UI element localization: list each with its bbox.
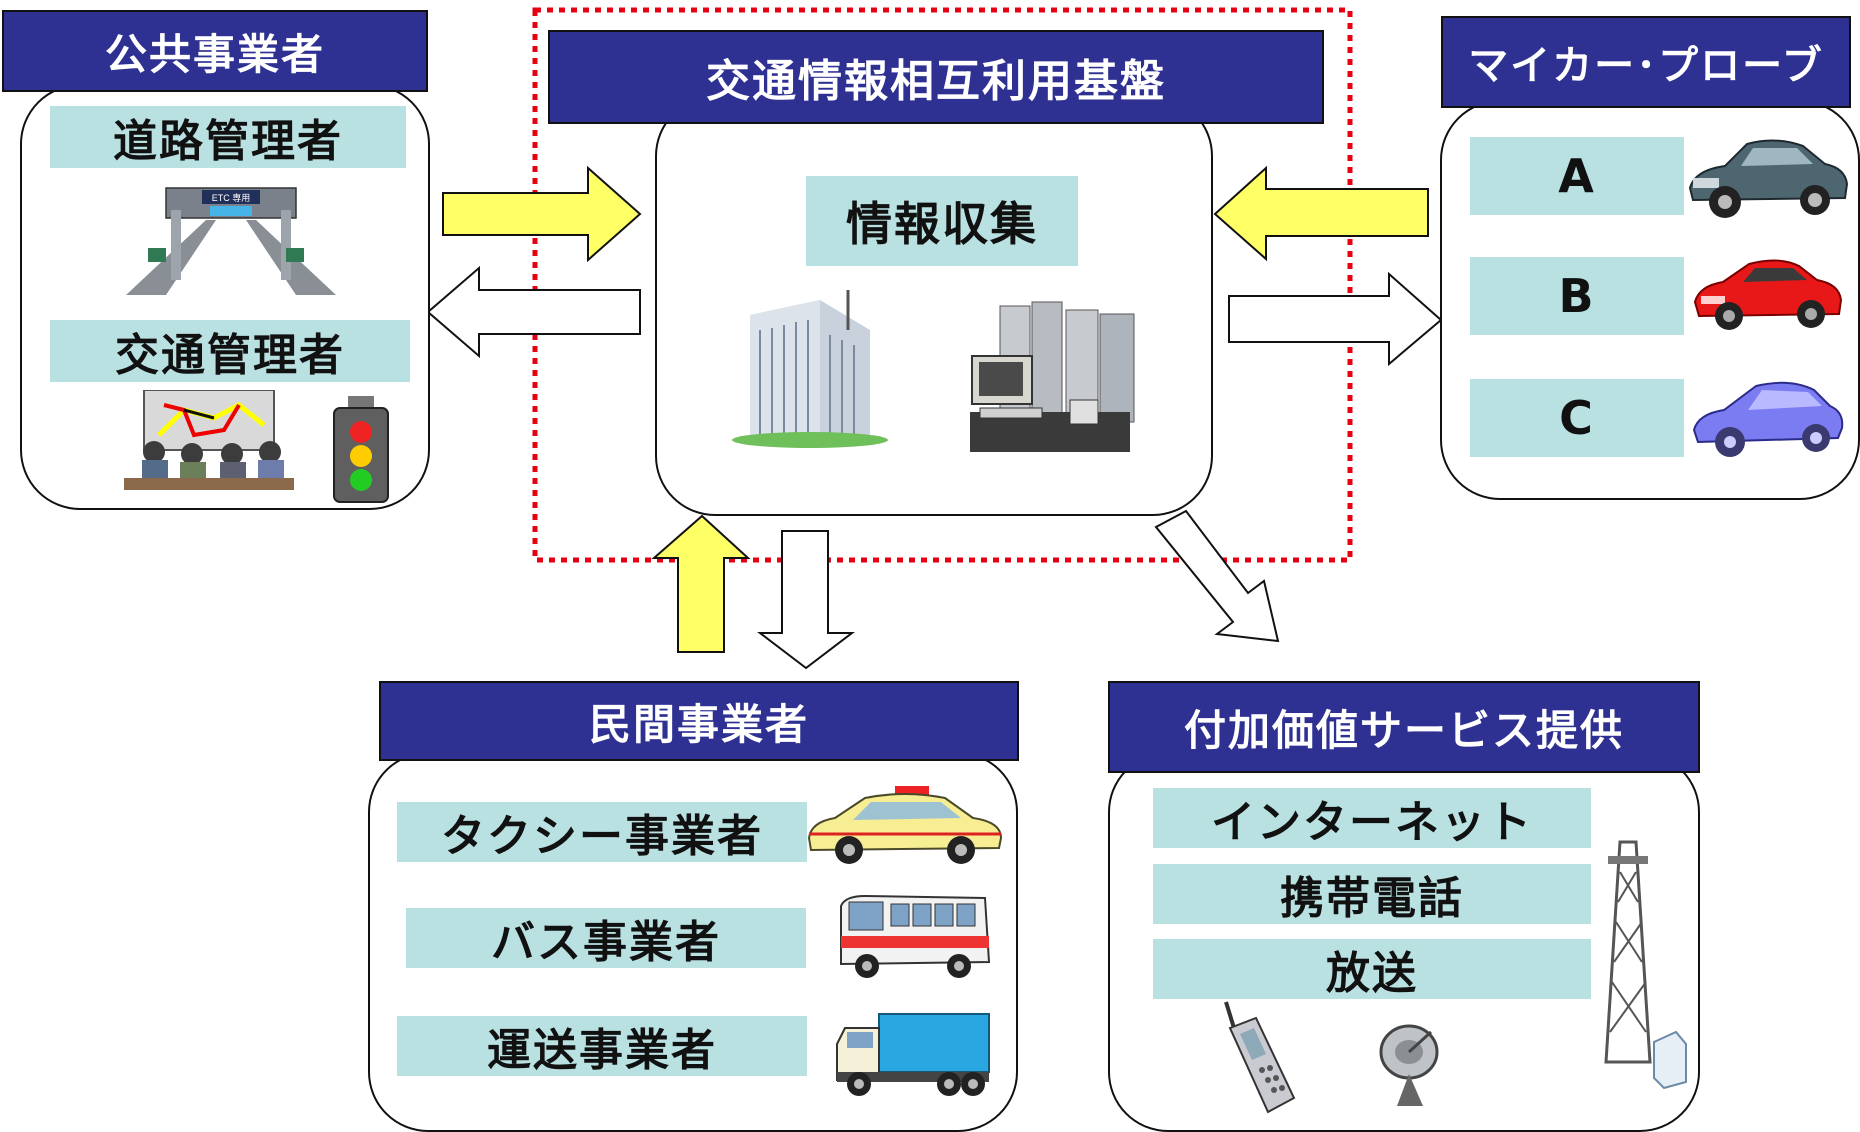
- car-gray-icon: [1688, 139, 1849, 218]
- probe-item-b: B: [1470, 257, 1684, 335]
- taxi-operator-label: タクシー事業者: [397, 802, 807, 862]
- car-red-icon: [1693, 259, 1843, 330]
- internet-label: インターネット: [1153, 788, 1591, 848]
- arrow-platform-to-services: [1154, 509, 1280, 643]
- office-building-icon: [732, 290, 888, 448]
- road-manager-label: 道路管理者: [50, 106, 406, 168]
- probe-item-a: A: [1470, 137, 1684, 215]
- mobile-phone-label: 携帯電話: [1153, 864, 1591, 924]
- services-header: 付加価値サービス提供: [1108, 681, 1700, 773]
- arrow-platform-to-public: [426, 265, 641, 359]
- arrow-private-to-platform: [651, 514, 751, 653]
- satellite-dish-icon: [1379, 1024, 1439, 1106]
- radio-tower-icon: [1604, 840, 1687, 1090]
- car-blue-icon: [1692, 381, 1844, 457]
- probe-item-c: C: [1470, 379, 1684, 457]
- toll-sign-text: ETC 専用: [212, 192, 251, 203]
- mobile-phone-icon: [1224, 1001, 1296, 1114]
- broadcast-label: 放送: [1153, 939, 1591, 999]
- bus-icon: [840, 894, 991, 978]
- bus-operator-label: バス事業者: [406, 908, 806, 968]
- probe-header: マイカー･プローブ: [1441, 16, 1851, 108]
- toll-gate-icon: ETC 専用: [126, 187, 336, 295]
- traffic-manager-label: 交通管理者: [50, 320, 410, 382]
- platform-header: 交通情報相互利用基盤: [548, 30, 1324, 124]
- transport-operator-label: 運送事業者: [397, 1016, 807, 1076]
- arrow-public-to-platform: [442, 165, 642, 263]
- taxi-icon: [807, 786, 1003, 864]
- traffic-control-room-icon: [124, 390, 294, 490]
- computer-servers-icon: [970, 301, 1135, 452]
- arrow-platform-to-probe: [1228, 271, 1443, 367]
- arrow-probe-to-platform: [1213, 165, 1429, 262]
- info-collect-label: 情報収集: [806, 176, 1078, 266]
- private-header: 民間事業者: [379, 681, 1019, 761]
- arrow-platform-to-private: [757, 530, 855, 670]
- truck-icon: [836, 1013, 990, 1096]
- public-header: 公共事業者: [2, 10, 428, 92]
- traffic-light-icon: [333, 396, 389, 503]
